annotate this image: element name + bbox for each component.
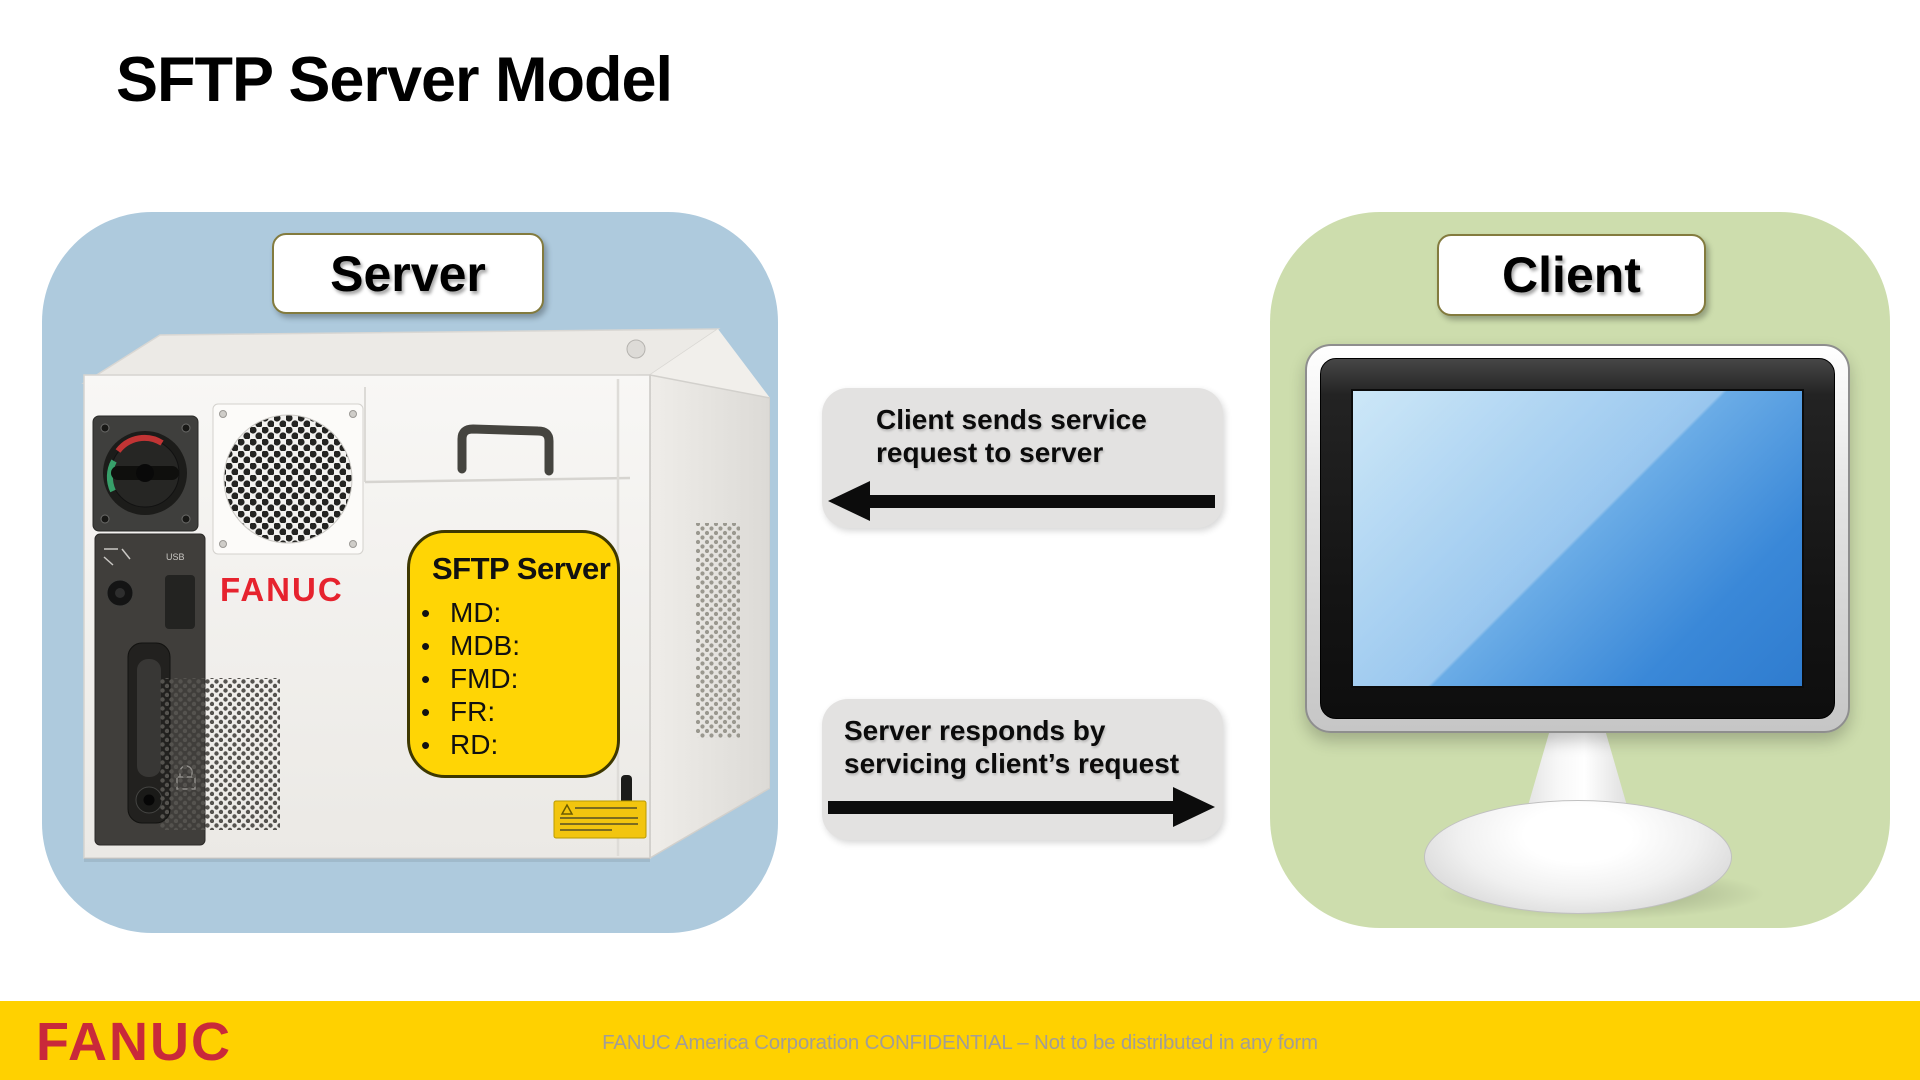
list-item: RD: bbox=[410, 729, 617, 762]
sftp-device-list: MD: MDB: FMD: FR: RD: bbox=[410, 597, 617, 762]
cabinet-handle-icon bbox=[457, 424, 554, 476]
list-item: FR: bbox=[410, 696, 617, 729]
device-brand-logo: FANUC bbox=[220, 571, 344, 608]
response-callout-line1: Server responds by bbox=[844, 715, 1106, 746]
monitor-stand-base bbox=[1424, 800, 1732, 914]
usb-label: USB bbox=[166, 552, 185, 562]
side-vent-icon bbox=[696, 523, 740, 738]
usb-port-icon bbox=[165, 575, 195, 629]
sftp-box-title: SFTP Server bbox=[432, 551, 611, 586]
warning-label-icon bbox=[553, 800, 647, 839]
confidential-text: FANUC America Corporation CONFIDENTIAL –… bbox=[602, 1031, 1318, 1054]
footer-bar: FANUC FANUC America Corporation CONFIDEN… bbox=[0, 1001, 1920, 1080]
response-callout-line2: servicing client’s request bbox=[844, 748, 1180, 779]
page-title: SFTP Server Model bbox=[116, 45, 673, 115]
right-arrow-head bbox=[1173, 787, 1215, 827]
server-label-text: Server bbox=[330, 245, 486, 302]
sftp-server-box: SFTP Server MD: MDB: FMD: FR: RD: bbox=[407, 530, 620, 778]
response-callout: Server responds by servicing client’s re… bbox=[822, 699, 1223, 840]
monitor-screen bbox=[1351, 389, 1804, 688]
list-item: FMD: bbox=[410, 663, 617, 696]
request-callout-line1: Client sends service bbox=[876, 404, 1147, 435]
request-callout-line2: request to server bbox=[876, 437, 1104, 468]
list-item: MD: bbox=[410, 597, 617, 630]
power-switch-icon bbox=[92, 415, 199, 532]
bottom-vent-icon bbox=[160, 678, 280, 830]
list-item: MDB: bbox=[410, 630, 617, 663]
client-label: Client bbox=[1437, 234, 1706, 316]
right-arrow-icon bbox=[828, 787, 1215, 827]
lift-eyebolt-icon bbox=[626, 339, 646, 359]
left-arrow-icon bbox=[828, 481, 1215, 521]
fan-vent-icon bbox=[212, 403, 364, 555]
server-label: Server bbox=[272, 233, 544, 314]
fanuc-footer-logo: FANUC bbox=[36, 1012, 232, 1072]
mode-switch-markings bbox=[103, 548, 131, 566]
left-arrow-shaft bbox=[866, 494, 1215, 508]
right-arrow-shaft bbox=[828, 800, 1177, 814]
client-label-text: Client bbox=[1502, 247, 1641, 303]
left-arrow-head bbox=[828, 481, 870, 521]
